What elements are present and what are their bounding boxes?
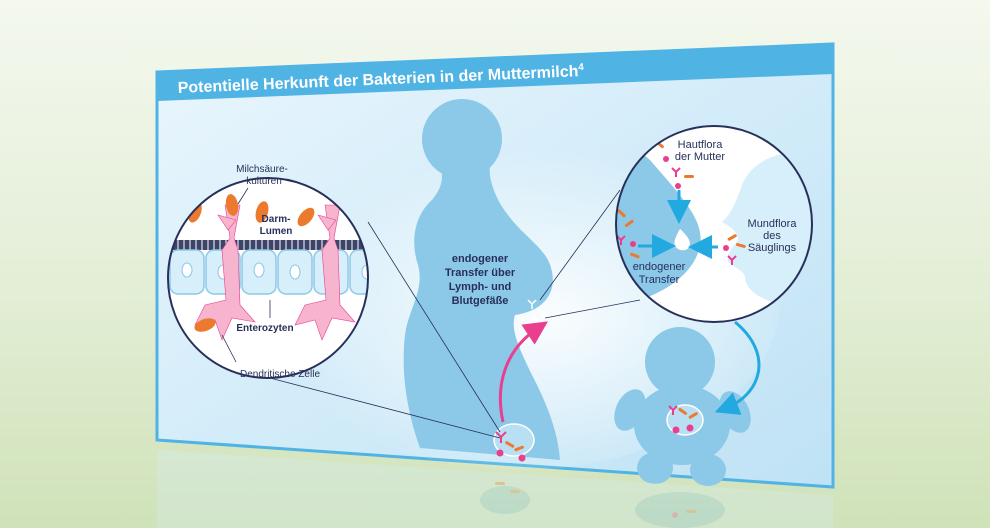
zoom-lines <box>269 189 641 439</box>
center-label-line1: endogener <box>452 253 509 265</box>
infant-face-profile <box>722 150 812 310</box>
skin-flora-line1: Hautflora <box>678 139 724 151</box>
endogenous-line1: endogener <box>633 261 686 273</box>
enterocytes-label: Enterozyten <box>236 323 293 334</box>
breast-shape <box>616 130 701 300</box>
center-label-line3: Lymph- und <box>449 281 512 293</box>
endogenous-line2: Transfer <box>639 274 680 286</box>
skin-bacteria <box>655 140 694 189</box>
breast-inset: Hautflora der Mutter Mundflora des Säugl… <box>615 125 813 323</box>
mouth-bacteria <box>723 234 746 265</box>
milk-cultures-line1: Milchsäure- <box>236 164 288 175</box>
mouth-flora-line2: des <box>763 230 781 242</box>
page-title-superscript: 4 <box>578 62 584 73</box>
intestine-inset: Milchsäure- kulturen Darm- Lumen Enteroz… <box>167 164 369 380</box>
infant-gut-bacteria <box>666 404 704 436</box>
center-label: endogener Transfer über Lymph- und Blutg… <box>445 253 516 307</box>
reflection <box>157 450 833 528</box>
center-label-line4: Blutgefäße <box>452 295 509 307</box>
mother-gut-bacteria <box>493 423 535 462</box>
header-bar: Potentielle Herkunft der Bakterien in de… <box>157 44 833 101</box>
dendritic-label: Dendritische Zelle <box>240 369 320 380</box>
skin-flora-line2: der Mutter <box>675 151 725 163</box>
lumen-line2: Lumen <box>260 226 293 237</box>
transfer-to-infant-arrow <box>714 320 761 415</box>
lumen-line1: Darm- <box>262 214 291 225</box>
milk-cultures-pointer <box>237 187 249 205</box>
mother-silhouette <box>403 99 560 460</box>
dendritic-pointer <box>221 334 237 363</box>
center-label-line2: Transfer über <box>445 267 516 279</box>
endogenous-transfer-arrow <box>498 321 548 423</box>
milk-cultures-line2: kulturen <box>246 176 282 187</box>
breast-bacteria <box>527 299 548 323</box>
mouth-flora-line1: Mundflora <box>748 218 798 230</box>
endogenous-bacteria <box>616 209 640 259</box>
mouth-flora-line3: Säuglings <box>748 242 797 254</box>
dendritic-cells <box>194 204 356 341</box>
